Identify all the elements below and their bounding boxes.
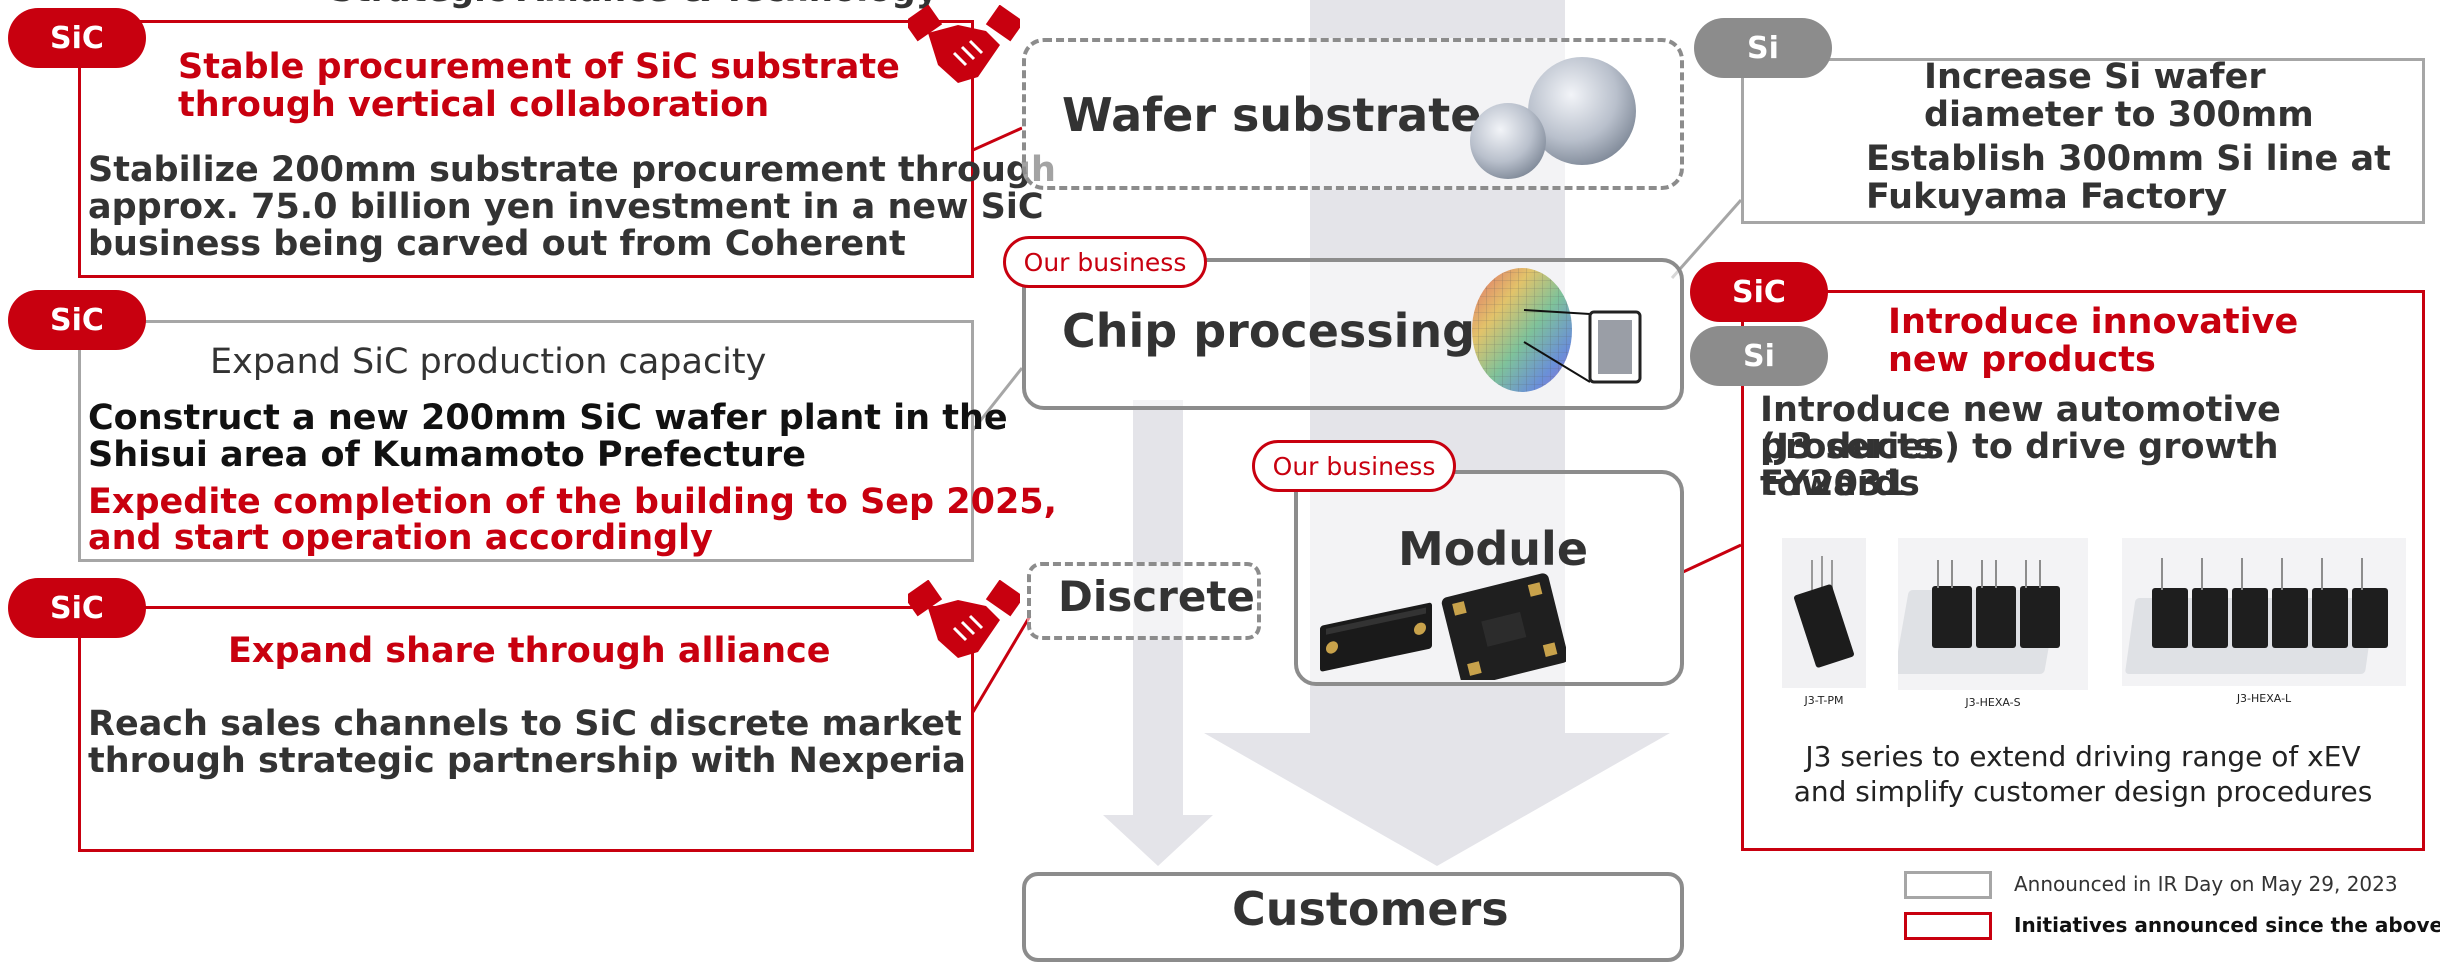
product-label-j3-t-pm: J3-T-PM (1804, 694, 1844, 707)
stage-discrete (1027, 562, 1261, 640)
our-business-pill-module: Our business (1252, 440, 1456, 492)
capacity-red-line2: and start operation accordingly (88, 518, 713, 558)
product-label-j3-hexa-l: J3-HEXA-L (2236, 692, 2292, 705)
stage-chip-label: Chip processing (1062, 304, 1476, 358)
innovative-body-line2: (J3 series) to drive growth towards (1760, 427, 2279, 504)
innovative-body-line1: Introduce new automotive products (1760, 390, 2281, 467)
innovative-footer-line2: and simplify customer design procedures (1793, 775, 2373, 808)
si-wafer-line3: Establish 300mm Si line at (1866, 139, 2391, 179)
procurement-box (78, 20, 974, 278)
procurement-body-line2: approx. 75.0 billion yen investment in a… (88, 187, 1044, 227)
innovative-si-badge: Si (1690, 326, 1828, 386)
product-j3-hexa-l-image (2122, 538, 2406, 686)
connector-capacity (971, 367, 1024, 431)
legend-red-label: Initiatives announced since the above (2014, 913, 2440, 937)
product-j3-t-pm-image (1782, 538, 1866, 688)
connector-si-wafer (1670, 199, 1743, 279)
si-wafer-line1: Increase Si wafer (1924, 57, 2266, 97)
wafer-icon (1470, 57, 1636, 179)
alliance-sic-badge: SiC (8, 578, 146, 638)
si-wafer-si-badge: Si (1694, 18, 1832, 78)
alliance-title: Expand share through alliance (228, 631, 831, 671)
innovative-footer-line1: J3 series to extend driving range of xEV (1805, 740, 2361, 773)
innovative-sic-badge: SiC (1690, 262, 1828, 322)
connector-procurement (972, 126, 1023, 152)
legend-gray-label: Announced in IR Day on May 29, 2023 (2014, 872, 2398, 896)
stage-discrete-label: Discrete (1058, 572, 1255, 621)
handshake-icon (908, 5, 1020, 83)
stage-wafer-label: Wafer substrate (1062, 88, 1482, 142)
alliance-body-line2: through strategic partnership with Nexpe… (88, 741, 966, 781)
capacity-body-line1: Construct a new 200mm SiC wafer plant in… (88, 398, 1008, 438)
capacity-sic-badge: SiC (8, 290, 146, 350)
stage-module-label: Module (1398, 522, 1589, 576)
our-business-pill-chip: Our business (1003, 236, 1207, 288)
header-partial: Strategic Alliance & Technology (330, 0, 938, 10)
alliance-box (78, 606, 974, 852)
stage-customers-label: Customers (1232, 882, 1509, 936)
innovative-body-line3: FY2031 (1760, 464, 1907, 504)
procurement-title-line1: Stable procurement of SiC substrate (178, 47, 900, 87)
innovative-box (1741, 290, 2425, 851)
legend-gray-swatch (1904, 871, 1992, 899)
capacity-title: Expand SiC production capacity (210, 342, 767, 382)
procurement-title-line2: through vertical collaboration (178, 85, 770, 125)
product-j3-hexa-s-image (1898, 538, 2088, 690)
innovative-title-line2: new products (1888, 340, 2156, 380)
product-label-j3-hexa-s: J3-HEXA-S (1965, 696, 2021, 709)
si-wafer-line4: Fukuyama Factory (1866, 177, 2228, 217)
handshake-icon (908, 580, 1020, 658)
procurement-body-line3: business being carved out from Coherent (88, 224, 906, 264)
procurement-sic-badge: SiC (8, 8, 146, 68)
alliance-body-line1: Reach sales channels to SiC discrete mar… (88, 704, 962, 744)
capacity-body-line2: Shisui area of Kumamoto Prefecture (88, 435, 806, 475)
innovative-title-line1: Introduce innovative (1888, 302, 2299, 342)
connector-innovative (1682, 543, 1742, 574)
procurement-body-line1: Stabilize 200mm substrate procurement th… (88, 150, 1056, 190)
si-wafer-line2: diameter to 300mm (1924, 95, 2314, 135)
chip-wafer-icon (1472, 268, 1642, 392)
capacity-box (78, 320, 974, 562)
connector-alliance (971, 615, 1032, 713)
capacity-red-line1: Expedite completion of the building to S… (88, 482, 1057, 522)
si-wafer-box (1741, 58, 2425, 224)
legend-red-swatch (1904, 912, 1992, 940)
module-icon (1320, 573, 1566, 680)
